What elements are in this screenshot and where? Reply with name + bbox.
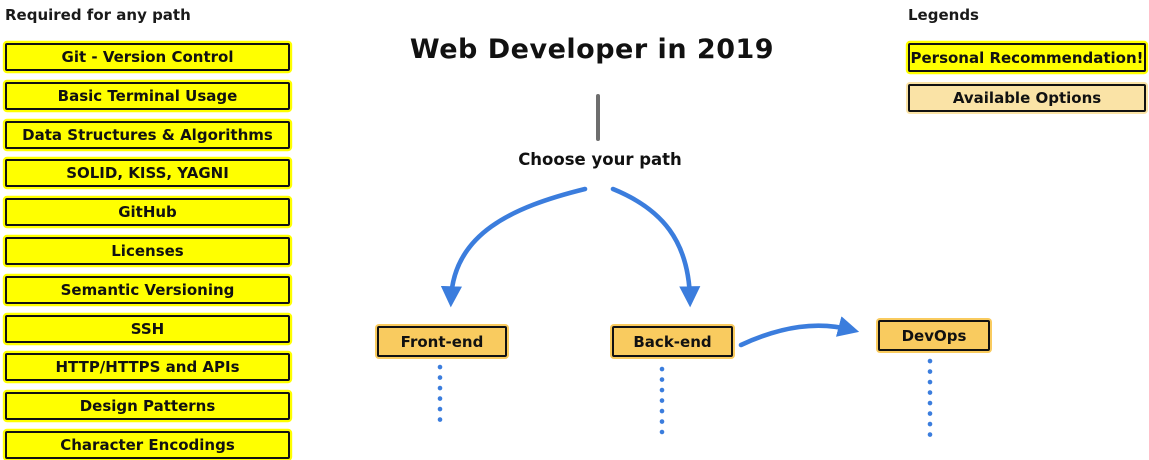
- arrow-to-devops: [738, 316, 860, 348]
- path-box-frontend: Front-end: [377, 326, 507, 357]
- required-item-git: Git - Version Control: [5, 43, 290, 71]
- legend-available-options: Available Options: [908, 84, 1146, 112]
- legends-heading: Legends: [908, 6, 979, 24]
- required-item-github: GitHub: [5, 198, 290, 227]
- required-item-licenses: Licenses: [5, 236, 290, 265]
- required-list: Git - Version Control Basic Terminal Usa…: [5, 43, 290, 459]
- required-item-solid: SOLID, KISS, YAGNI: [5, 159, 290, 188]
- legend-personal-recommendation: Personal Recommendation!: [908, 43, 1146, 72]
- required-heading: Required for any path: [5, 6, 191, 24]
- page-title: Web Developer in 2019: [409, 34, 775, 65]
- required-item-semver: Semantic Versioning: [5, 275, 290, 304]
- required-item-ssh: SSH: [5, 314, 290, 343]
- arrow-to-backend: [610, 186, 701, 308]
- required-item-http: HTTP/HTTPS and APIs: [5, 353, 290, 382]
- required-item-design-patterns: Design Patterns: [5, 392, 290, 421]
- required-item-encodings: Character Encodings: [5, 430, 290, 459]
- required-item-terminal: Basic Terminal Usage: [5, 81, 290, 110]
- required-item-data-structures: Data Structures & Algorithms: [5, 120, 290, 149]
- choose-path-label: Choose your path: [518, 150, 682, 169]
- path-box-backend: Back-end: [612, 326, 733, 357]
- arrow-to-frontend: [440, 186, 588, 308]
- path-box-devops: DevOps: [878, 320, 990, 351]
